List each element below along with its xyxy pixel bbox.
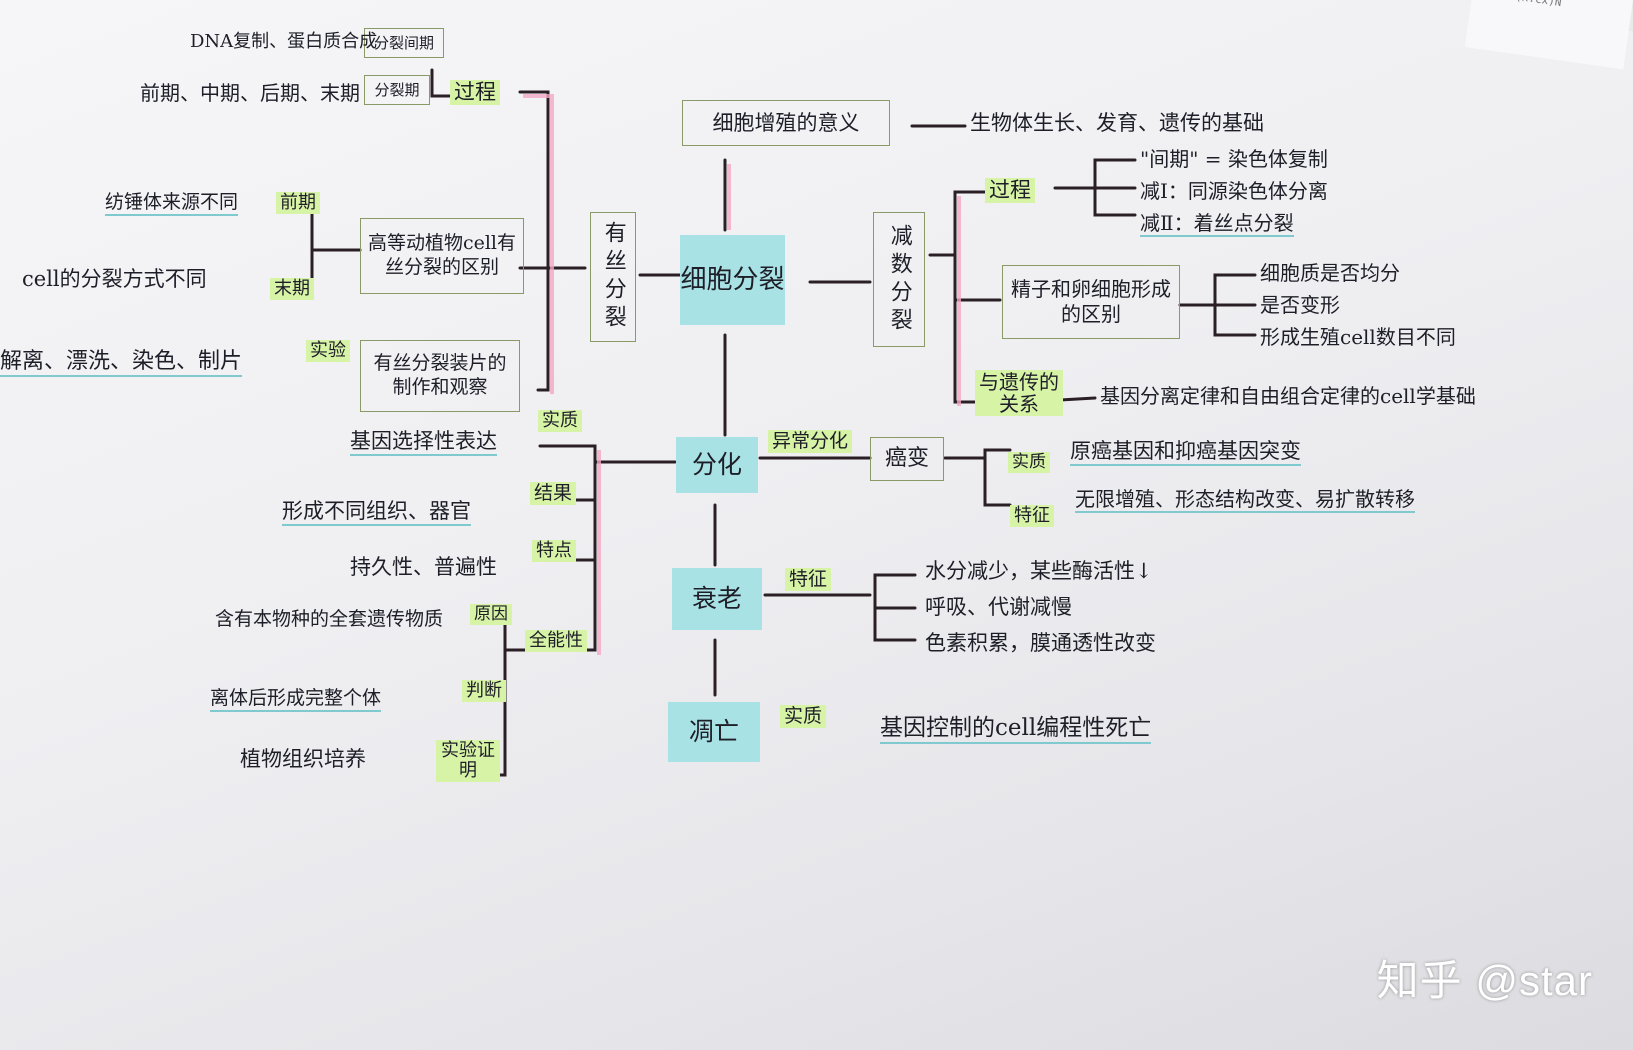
interphase-text: DNA复制、蛋白质合成 <box>190 31 378 52</box>
abnormal-diff-tag: 异常分化 <box>768 430 853 453</box>
apoptosis-essence-tag: 实质 <box>780 705 827 728</box>
watermark: 知乎 @star <box>1376 957 1593 1004</box>
line-mitosis-vertical <box>518 90 550 392</box>
plant-animal-diff-text: 高等动植物cell有丝分裂的区别 <box>367 232 517 278</box>
aging-f3: 色素积累，膜通透性改变 <box>925 631 1156 655</box>
meiosis-interphase: "间期" = 染色体复制 <box>1140 147 1328 171</box>
line-process-sub <box>430 68 452 98</box>
cancer-label: 癌变 <box>884 446 929 472</box>
apoptosis-essence-text: 基因控制的cell编程性死亡 <box>880 715 1152 745</box>
meiosis-d1: 细胞质是否均分 <box>1260 261 1400 285</box>
node-aging: 衰老 <box>672 568 762 630</box>
cancer-essence-text: 原癌基因和抑癌基因突变 <box>1070 439 1301 467</box>
telophase-text: cell的分裂方式不同 <box>22 267 207 291</box>
node-differentiation: 分化 <box>676 437 758 493</box>
meiosis-d2: 是否变形 <box>1260 293 1340 317</box>
main-node-cell-division: 细胞分裂 <box>680 235 785 325</box>
line-meiosis-vertical <box>953 190 987 404</box>
cancer-feature-tag: 特征 <box>1010 505 1054 527</box>
meiosis-m1: 减Ⅰ：同源染色体分离 <box>1140 179 1328 203</box>
meiosis-process-tag: 过程 <box>985 178 1035 204</box>
genetics-tag: 与遗传的关系 <box>975 370 1063 416</box>
phase-tag: 分裂期 <box>364 75 430 105</box>
sperm-egg-diff-text: 精子和卵细胞形成的区别 <box>1011 277 1171 326</box>
meiosis-m2: 减Ⅱ：着丝点分裂 <box>1140 211 1294 237</box>
diff-essence-text: 基因选择性表达 <box>350 429 497 457</box>
cancer-essence-tag: 实质 <box>1008 452 1050 473</box>
prophase-text: 纺锤体来源不同 <box>105 192 239 216</box>
mitosis-exp-box: 有丝分裂装片的制作和观察 <box>360 340 520 412</box>
judge-text: 离体后形成完整个体 <box>210 688 382 712</box>
apoptosis-label: 凋亡 <box>688 717 739 747</box>
phase-text: 前期、中期、后期、末期 <box>140 81 360 105</box>
mitosis-exp-steps: 解离、漂洗、染色、制片 <box>0 349 243 378</box>
genetics-text: 基因分离定律和自由组合定律的cell学基础 <box>1100 384 1476 408</box>
line-prophase-telophase <box>298 203 314 287</box>
reason-text: 含有本物种的全套遗传物质 <box>215 608 444 630</box>
node-apoptosis: 凋亡 <box>668 702 760 762</box>
node-meiosis: 减数分裂 <box>873 212 925 347</box>
aging-feature-tag: 特征 <box>785 568 832 591</box>
reason-tag: 原因 <box>470 604 512 625</box>
diff-feature-text: 持久性、普遍性 <box>350 555 497 579</box>
diff-feature-tag: 特点 <box>532 540 576 562</box>
line-totipotency-sub <box>498 613 507 777</box>
significance-label: 细胞增殖的意义 <box>712 110 860 135</box>
significance-box: 细胞增殖的意义 <box>682 100 890 146</box>
mitosis-process-tag: 过程 <box>450 80 500 106</box>
totipotency-tag: 全能性 <box>525 630 587 652</box>
meiosis-label: 减数分裂 <box>886 223 912 336</box>
diff-result-text: 形成不同组织、器官 <box>282 499 471 527</box>
cancer-feature-text: 无限增殖、形态结构改变、易扩散转移 <box>1075 487 1415 513</box>
telophase-tag: 末期 <box>270 278 314 300</box>
mitosis-exp-box-text: 有丝分裂装片的制作和观察 <box>373 352 507 398</box>
sperm-egg-diff-box: 精子和卵细胞形成的区别 <box>1002 265 1180 339</box>
diff-essence-tag: 实质 <box>538 410 582 432</box>
judge-tag: 判断 <box>462 680 506 702</box>
interphase-tag: 分裂间期 <box>364 28 444 58</box>
main-label: 细胞分裂 <box>680 264 785 295</box>
diff-exp-tag: 实验证明 <box>436 740 500 782</box>
aging-f1: 水分减少，某些酶活性↓ <box>925 559 1153 583</box>
significance-value: 生物体生长、发育、遗传的基础 <box>970 111 1264 135</box>
diff-result-tag: 结果 <box>530 482 577 505</box>
node-mitosis: 有丝分裂 <box>590 212 636 342</box>
meiosis-d3: 形成生殖cell数目不同 <box>1260 325 1456 349</box>
mitosis-label: 有丝分裂 <box>600 221 626 333</box>
interphase-tag-text: 分裂间期 <box>373 33 434 52</box>
aging-label: 衰老 <box>691 584 742 614</box>
prophase-tag: 前期 <box>276 192 320 214</box>
plant-animal-diff-box: 高等动植物cell有丝分裂的区别 <box>360 218 524 294</box>
cancer-box: 癌变 <box>870 437 944 481</box>
mitosis-exp-tag: 实验 <box>306 340 350 362</box>
phase-tag-text: 分裂期 <box>374 80 420 99</box>
diff-label: 分化 <box>691 450 742 480</box>
diff-exp-text: 植物组织培养 <box>240 747 366 771</box>
aging-f2: 呼吸、代谢减慢 <box>925 595 1072 619</box>
